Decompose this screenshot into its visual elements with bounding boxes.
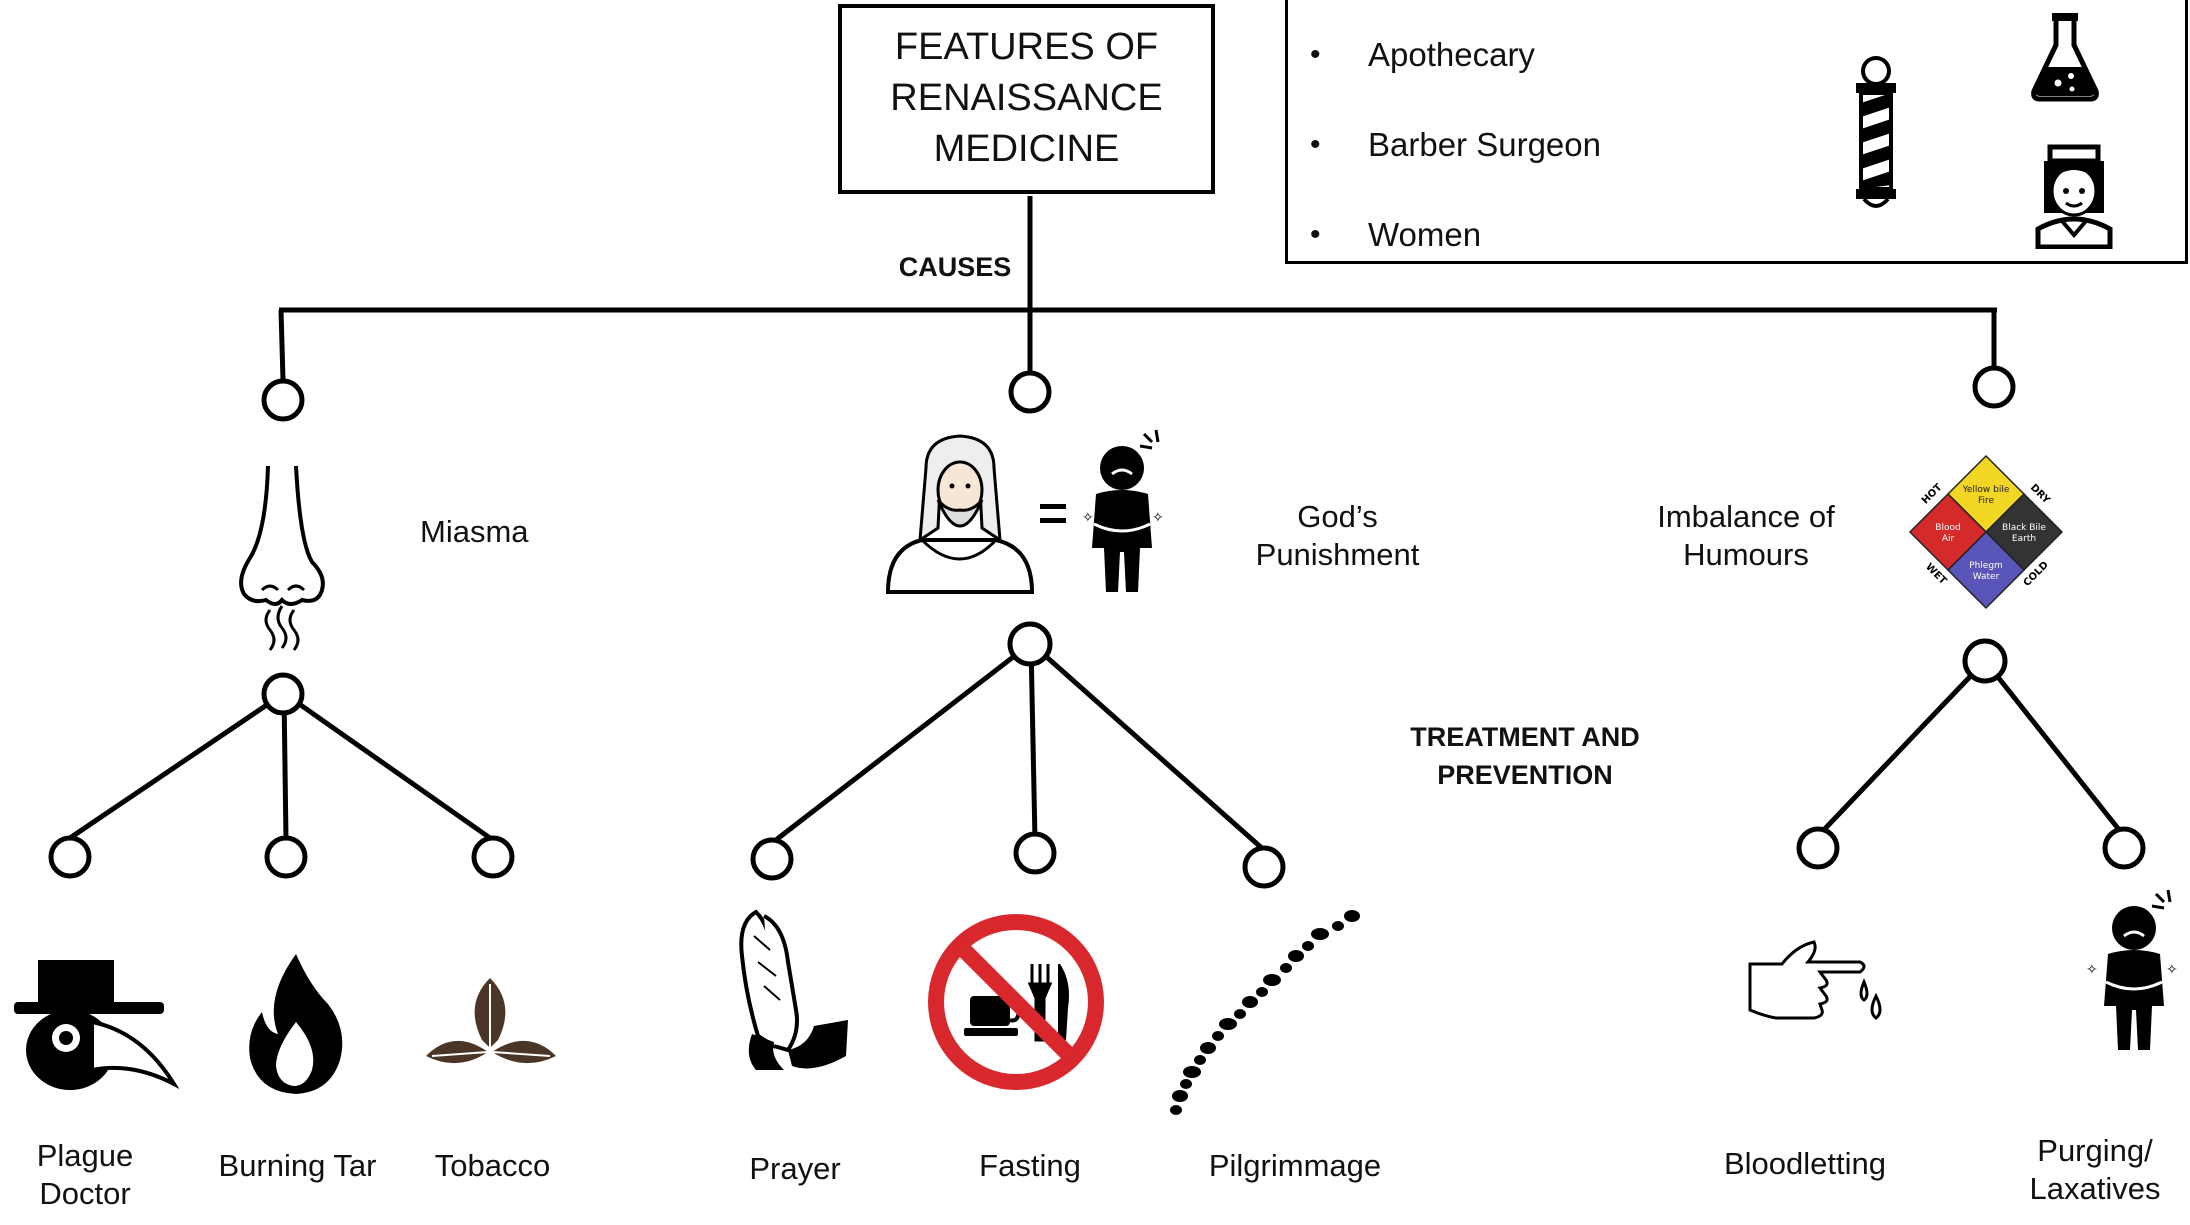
treatment-label-pilgrimmage: Pilgrimmage — [1208, 1148, 1382, 1183]
legend-bullet: • — [1310, 38, 1321, 71]
svg-text:✧: ✧ — [2086, 962, 2098, 978]
cause-label-imbalance-of-humours: Imbalance of Humours — [1657, 499, 1835, 572]
cause-label-miasma: Miasma — [420, 514, 529, 549]
treatment-label-burning-tar: Burning Tar — [218, 1148, 377, 1183]
title-box: FEATURES OF RENAISSANCE MEDICINE — [838, 4, 1215, 194]
treatment-label-purging-laxatives: Purging/ Laxatives — [2029, 1133, 2161, 1206]
legend-item-women: Women — [1368, 216, 1482, 253]
legend-bullet: • — [1310, 128, 1321, 161]
praying-hands-icon — [739, 909, 848, 1070]
causes-heading: CAUSES — [898, 252, 1012, 282]
legend-bullet: • — [1310, 218, 1321, 251]
barber-pole-icon — [1856, 56, 1896, 208]
svg-text:✧: ✧ — [2166, 962, 2178, 978]
branch-miasma — [278, 309, 286, 381]
tobacco-leaf-icon — [426, 978, 556, 1064]
plague-doctor-icon — [14, 960, 180, 1090]
legend-item-apothecary: Apothecary — [1368, 36, 1535, 73]
legend-item-barber-surgeon: Barber Surgeon — [1368, 126, 1601, 163]
humour-phlegm — [1946, 530, 2026, 610]
woman-icon — [2035, 144, 2113, 249]
svg-text:✧: ✧ — [1082, 510, 1094, 526]
god-equals-sick-icon: ✧ ✧ — [885, 429, 1164, 594]
sick-stomach-icon: ✧ ✧ — [2086, 889, 2178, 1050]
diagram-title: FEATURES OF RENAISSANCE MEDICINE — [890, 26, 1163, 170]
treatment-label-fasting: Fasting — [979, 1148, 1081, 1183]
footprints-icon — [1170, 910, 1360, 1115]
no-eating-icon — [928, 914, 1104, 1090]
fire-icon — [249, 954, 343, 1094]
flask-icon — [2031, 13, 2099, 102]
treatment-label-tobacco: Tobacco — [434, 1148, 551, 1183]
svg-text:✧: ✧ — [1152, 510, 1164, 526]
treatment-heading: TREATMENT AND PREVENTION — [1410, 722, 1640, 790]
treatment-label-prayer: Prayer — [749, 1151, 841, 1186]
nose-smell-icon — [239, 465, 325, 651]
cause-label-gods-punishment: God’s Punishment — [1255, 499, 1420, 572]
treatment-label-bloodletting: Bloodletting — [1723, 1146, 1886, 1181]
treatment-label-plague-doctor: Plague Doctor — [36, 1138, 134, 1211]
bloodletting-hand-icon — [1748, 940, 1882, 1020]
legend-box: • Apothecary • Barber Surgeon • Women — [1285, 0, 2188, 264]
